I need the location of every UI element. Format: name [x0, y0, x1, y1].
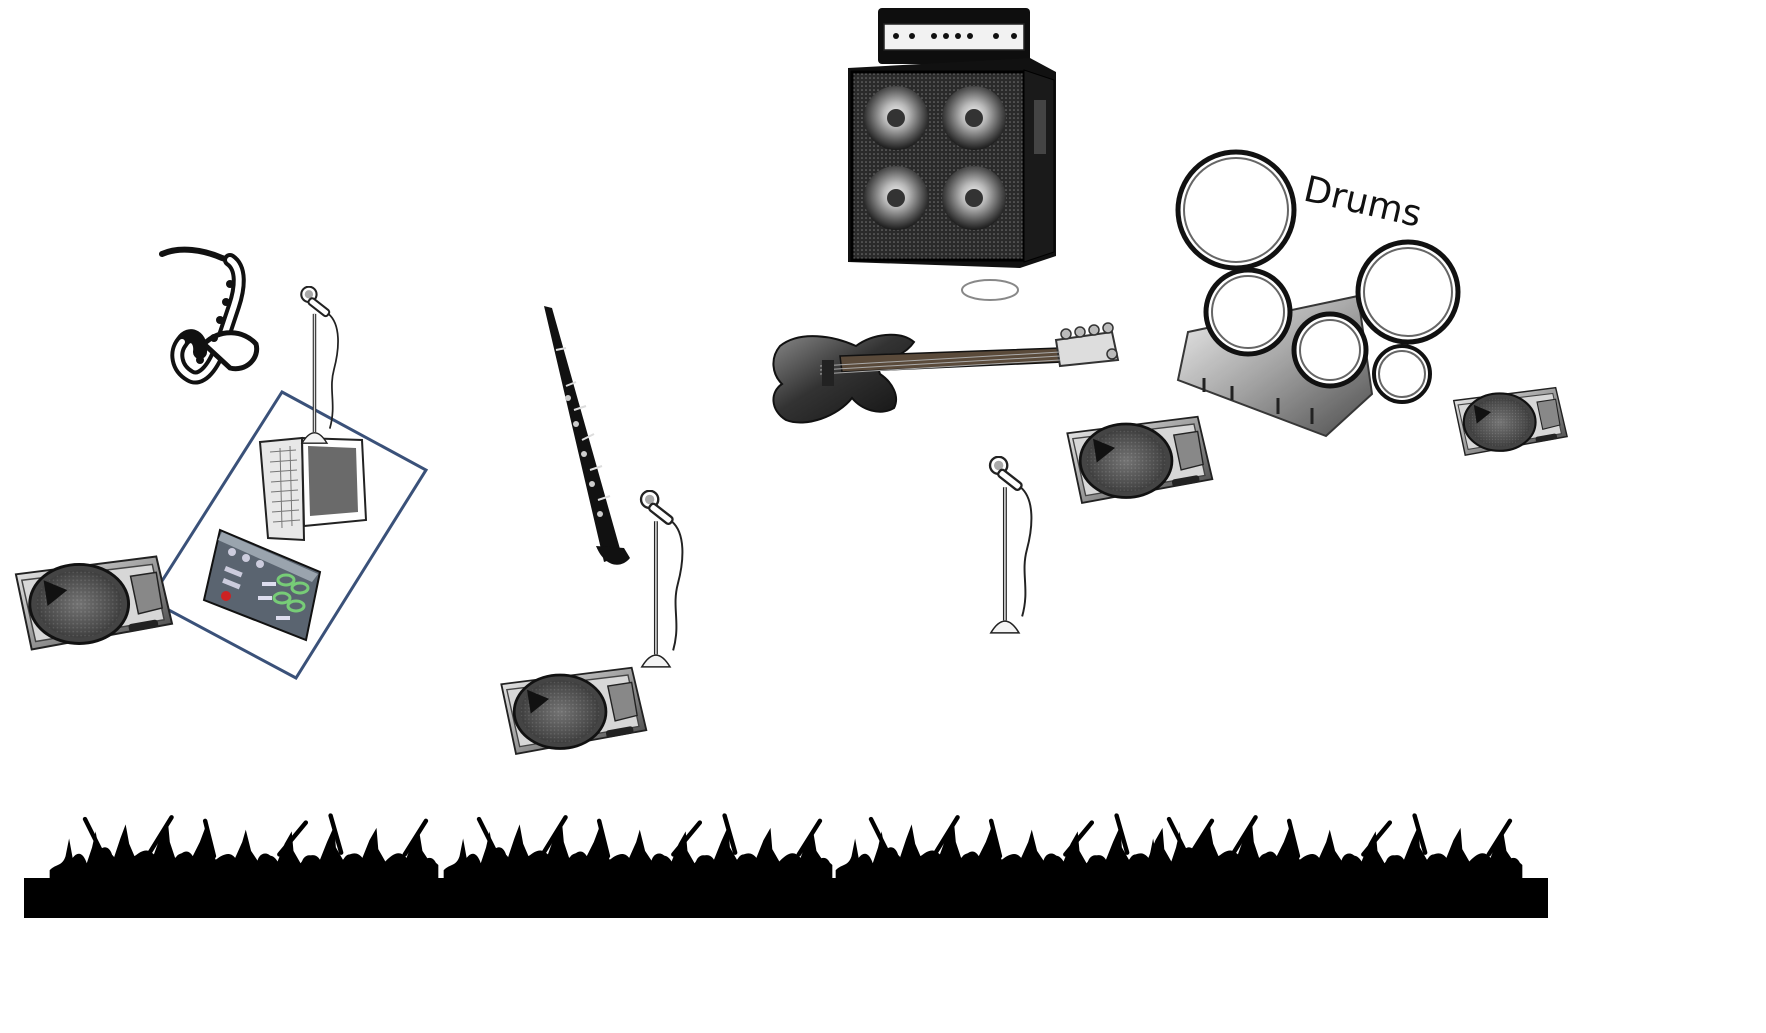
- monitor-center-icon: [501, 668, 646, 754]
- bass-amp-icon: [848, 8, 1056, 300]
- bass-guitar-icon: [773, 323, 1118, 423]
- laptop-icon: [260, 438, 366, 540]
- monitor-drums-left-icon: [1067, 417, 1212, 503]
- monitor-drums-right-icon: [1454, 388, 1567, 455]
- clarinet-microphone-icon: [641, 491, 682, 667]
- saxophone-icon: [162, 250, 257, 378]
- drums-label: Drums: [1300, 169, 1425, 236]
- clarinet-icon: [544, 306, 630, 565]
- monitor-left-icon: [16, 557, 172, 650]
- drum-kit-icon: Drums: [1178, 152, 1458, 436]
- keyboard-area-group: [150, 392, 426, 678]
- bass-microphone-icon: [990, 457, 1031, 633]
- mixer-icon: [204, 530, 320, 640]
- audience-icon: [24, 816, 1548, 918]
